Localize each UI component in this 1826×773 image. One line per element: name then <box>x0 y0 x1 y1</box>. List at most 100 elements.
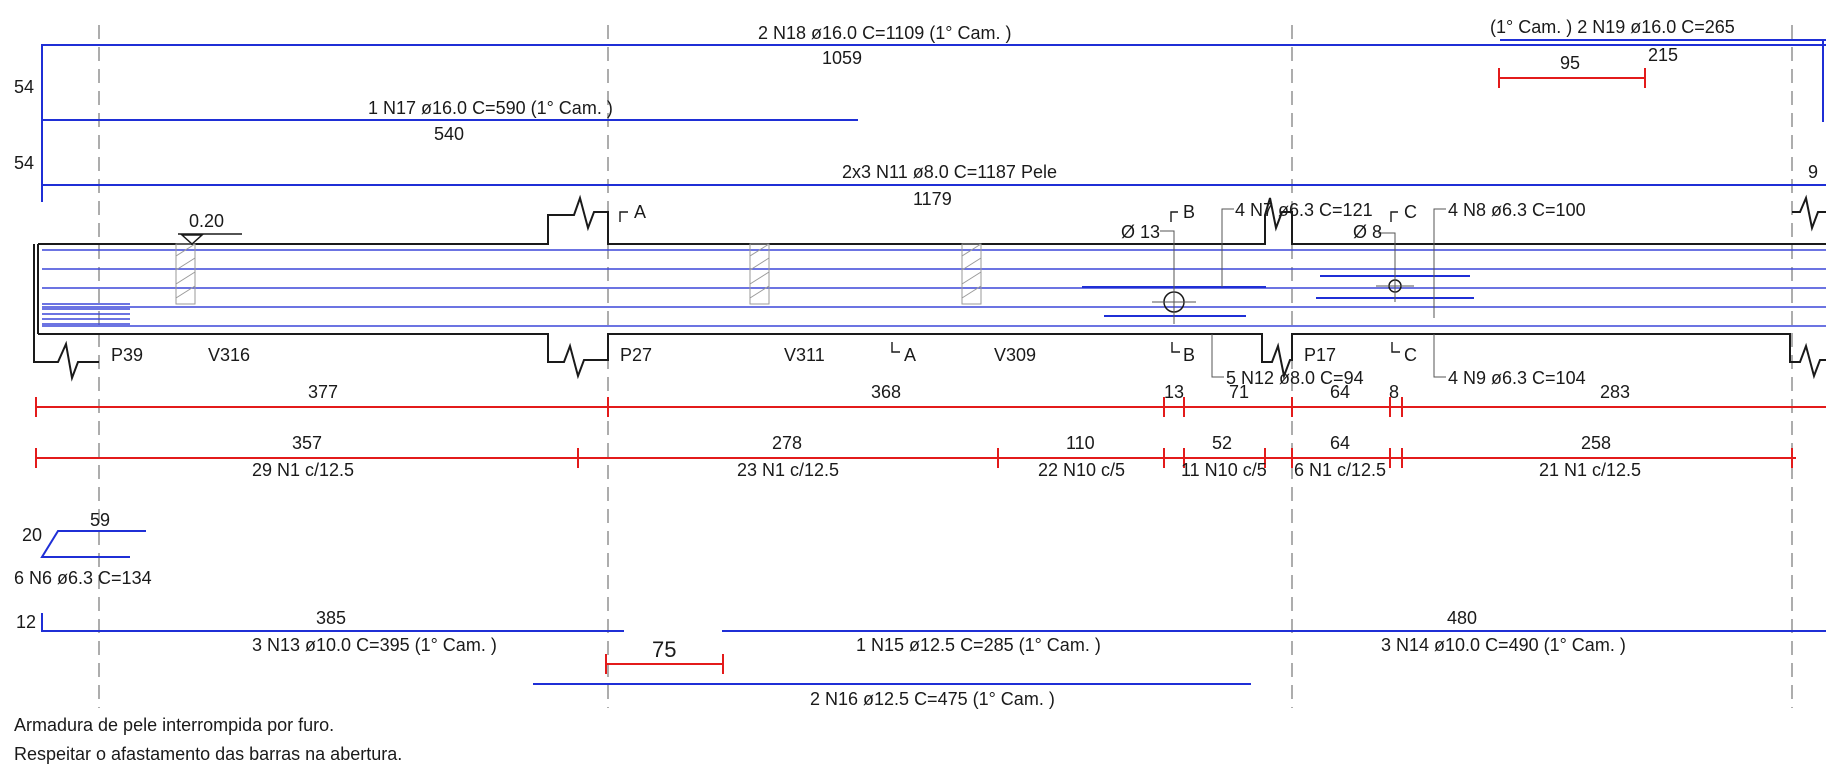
section-c-bottom-icon <box>1391 342 1400 353</box>
bar-n13 <box>41 613 624 632</box>
label-n13: 3 N13 ø10.0 C=395 (1° Cam. ) <box>252 635 497 655</box>
label-stirrups-22n10: 22 N10 c/5 <box>1038 460 1125 480</box>
label-n14-length: 480 <box>1447 608 1477 628</box>
label-d377: 377 <box>308 382 338 402</box>
label-n13-length: 385 <box>316 608 346 628</box>
level-marker-icon <box>180 234 204 246</box>
label-section-a-bottom: A <box>904 345 916 365</box>
leader-n12 <box>1211 334 1224 378</box>
label-d71: 71 <box>1229 382 1249 402</box>
bar-n18 <box>41 44 1826 202</box>
label-n12: 5 N12 ø8.0 C=94 <box>1226 368 1364 388</box>
leader-n8 <box>1433 208 1446 318</box>
label-v309: V309 <box>994 345 1036 365</box>
crossing-beam-v311 <box>749 243 770 305</box>
label-stirrups-29n1: 29 N1 c/12.5 <box>252 460 354 480</box>
label-p39: P39 <box>111 345 143 365</box>
beam-top-right-break <box>1792 194 1826 232</box>
dimension-row-1: 377 368 13 71 64 8 283 <box>35 382 1826 417</box>
label-p27: P27 <box>620 345 652 365</box>
note-line-2: Respeitar o afastamento das barras na ab… <box>14 744 402 764</box>
label-d8: 8 <box>1389 382 1399 402</box>
bar-n6 <box>40 530 146 558</box>
section-a-bottom-icon <box>891 342 900 353</box>
label-section-b-bottom: B <box>1183 345 1195 365</box>
leader-n9 <box>1433 334 1446 378</box>
label-phi8: Ø 8 <box>1353 222 1382 242</box>
leader-phi8 <box>1378 232 1396 276</box>
section-b-top-icon <box>1170 211 1178 222</box>
top-bars: 2 N18 ø16.0 C=1109 (1° Cam. ) 1059 (1° C… <box>14 17 1826 209</box>
label-v311: V311 <box>784 345 825 365</box>
hatch-strokes <box>175 243 196 299</box>
leader-phi13 <box>1160 230 1175 280</box>
label-p17: P17 <box>1304 345 1336 365</box>
beam-elevation: 0.20 A B C A B C Ø 13 Ø 8 4 N7 ø <box>33 194 1826 388</box>
label-section-b-top: B <box>1183 202 1195 222</box>
label-d64b: 64 <box>1330 433 1350 453</box>
label-n9: 4 N9 ø6.3 C=104 <box>1448 368 1586 388</box>
crossing-beam-v309 <box>961 243 982 305</box>
notes: Armadura de pele interrompida por furo. … <box>14 715 402 764</box>
label-n14: 3 N14 ø10.0 C=490 (1° Cam. ) <box>1381 635 1626 655</box>
label-n18-length: 1059 <box>822 48 862 68</box>
section-b-bottom-icon <box>1171 342 1180 353</box>
crossing-beams <box>175 243 982 305</box>
label-stirrups-23n1: 23 N1 c/12.5 <box>737 460 839 480</box>
bar-n6-group: 20 59 6 N6 ø6.3 C=134 <box>14 510 152 588</box>
crossing-beam-v316 <box>175 243 196 305</box>
note-line-1: Armadura de pele interrompida por furo. <box>14 715 334 735</box>
label-n6-20: 20 <box>22 525 42 545</box>
label-stirrups-21n1: 21 N1 c/12.5 <box>1539 460 1641 480</box>
label-phi13: Ø 13 <box>1121 222 1160 242</box>
label-n7: 4 N7 ø6.3 C=121 <box>1235 200 1373 220</box>
bottom-bars: 12 385 3 N13 ø10.0 C=395 (1° Cam. ) 75 1… <box>16 608 1826 709</box>
beam-bottom-mid <box>38 333 1826 380</box>
label-d64a: 64 <box>1330 382 1350 402</box>
label-opening-dim: 75 <box>652 637 676 662</box>
section-c-top-icon <box>1390 211 1398 222</box>
label-n6-59: 59 <box>90 510 110 530</box>
openings <box>1152 270 1414 324</box>
label-n15: 1 N15 ø12.5 C=285 (1° Cam. ) <box>856 635 1101 655</box>
label-section-c-top: C <box>1404 202 1417 222</box>
label-hook-12: 12 <box>16 612 36 632</box>
label-d357: 357 <box>292 433 322 453</box>
hatch-strokes <box>961 243 982 299</box>
leader-n7 <box>1221 208 1234 287</box>
section-a-top-icon <box>619 211 628 222</box>
label-n8: 4 N8 ø6.3 C=100 <box>1448 200 1586 220</box>
label-v316: V316 <box>208 345 250 365</box>
label-n16: 2 N16 ø12.5 C=475 (1° Cam. ) <box>810 689 1055 709</box>
label-stirrups-6n1: 6 N1 c/12.5 <box>1294 460 1386 480</box>
label-n19-dim: 95 <box>1560 53 1580 73</box>
label-n11: 2x3 N11 ø8.0 C=1187 Pele <box>842 162 1057 182</box>
dimension-row-2: 357 278 110 52 64 258 29 N1 c/12.5 23 N1… <box>35 433 1796 480</box>
support-hatch-left <box>42 303 130 325</box>
label-d278: 278 <box>772 433 802 453</box>
beam-top-left <box>38 194 1826 245</box>
label-d258: 258 <box>1581 433 1611 453</box>
label-n11-end: 9 <box>1808 162 1818 182</box>
label-d52: 52 <box>1212 433 1232 453</box>
beam-bottom <box>33 244 99 382</box>
hatch-strokes <box>749 243 770 299</box>
label-section-c-bottom: C <box>1404 345 1417 365</box>
label-n6: 6 N6 ø6.3 C=134 <box>14 568 152 588</box>
column-axes <box>98 25 1793 708</box>
label-d13: 13 <box>1164 382 1184 402</box>
label-section-a-top: A <box>634 202 646 222</box>
label-hook-54-a: 54 <box>14 77 34 97</box>
label-n17: 1 N17 ø16.0 C=590 (1° Cam. ) <box>368 98 613 118</box>
label-d110: 110 <box>1066 433 1095 453</box>
label-level: 0.20 <box>189 211 224 231</box>
label-n17-length: 540 <box>434 124 464 144</box>
label-d283: 283 <box>1600 382 1630 402</box>
label-n19-length: 215 <box>1648 45 1678 65</box>
label-d368: 368 <box>871 382 901 402</box>
label-hook-54-b: 54 <box>14 153 34 173</box>
label-n11-length: 1179 <box>913 189 952 209</box>
label-n18: 2 N18 ø16.0 C=1109 (1° Cam. ) <box>758 23 1012 43</box>
label-n19: (1° Cam. ) 2 N19 ø16.0 C=265 <box>1490 17 1735 37</box>
